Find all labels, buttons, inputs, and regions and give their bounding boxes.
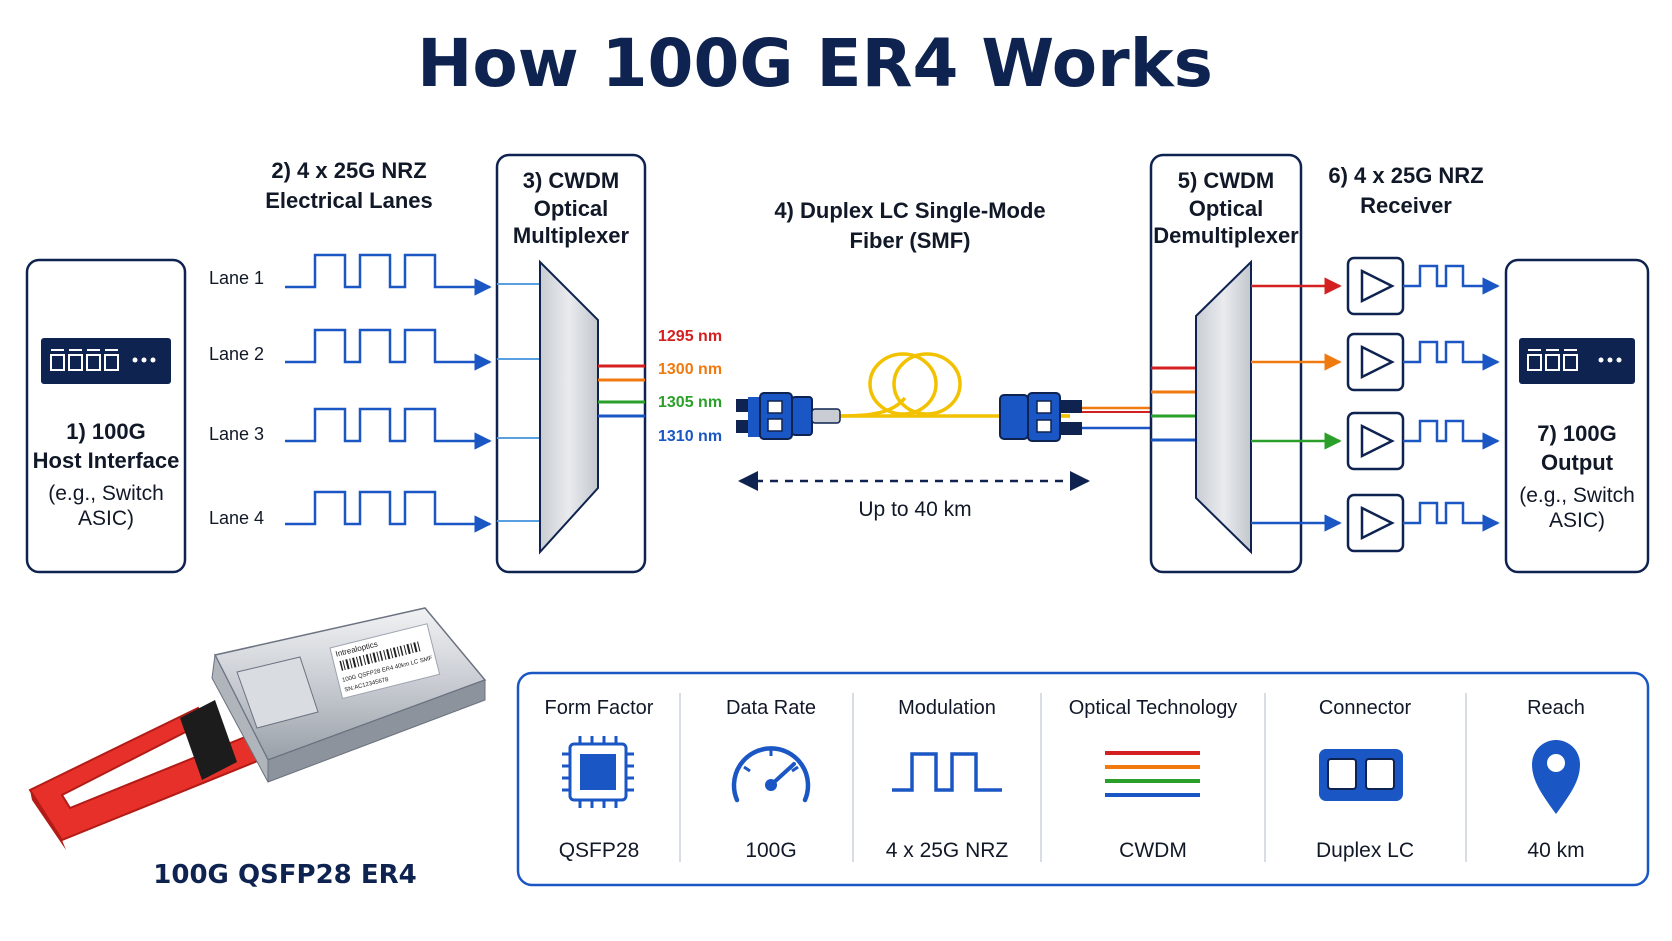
demux-title-3: Demultiplexer <box>1153 223 1299 248</box>
host-interface-note-1: (e.g., Switch <box>48 482 164 505</box>
wavelength-label-1295: 1295 nm <box>658 328 722 345</box>
lane-1: Lane 1 <box>209 253 492 296</box>
switch-icon <box>41 338 171 384</box>
spec-header: Optical Technology <box>1069 697 1238 719</box>
pulse-icon <box>892 752 1002 792</box>
spec-value: 100G <box>745 839 796 862</box>
fiber-title-1: 4) Duplex LC Single-Mode <box>774 198 1045 223</box>
spec-header: Modulation <box>898 697 996 719</box>
spec-optical-technology: Optical Technology CWDM <box>1069 697 1238 862</box>
product-label <box>329 623 441 700</box>
pull-tab-handle <box>28 706 262 842</box>
output-title-1: 7) 100G <box>1537 421 1617 446</box>
spec-value: 4 x 25G NRZ <box>886 839 1009 862</box>
spec-header: Connector <box>1319 697 1412 719</box>
spec-value: Duplex LC <box>1316 839 1414 862</box>
page-title: How 100G ER4 Works <box>417 25 1213 102</box>
duplex-connector-icon <box>1319 749 1403 801</box>
demux-block: 5) CWDM Optical Demultiplexer <box>1149 153 1303 574</box>
spec-modulation: Modulation 4 x 25G NRZ <box>886 697 1009 862</box>
lane-2: Lane 2 <box>209 328 492 371</box>
spec-header: Reach <box>1527 697 1585 719</box>
wavelength-label-1300: 1300 nm <box>658 361 722 378</box>
spec-header: Form Factor <box>545 697 654 719</box>
host-interface-block: 1) 100G Host Interface (e.g., Switch ASI… <box>25 258 187 574</box>
mux-block: 3) CWDM Optical Multiplexer <box>495 153 647 574</box>
wavelength-lines-icon <box>1105 751 1200 797</box>
spec-form-factor: Form Factor QSFP28 <box>545 697 654 862</box>
host-interface-title-1: 1) 100G <box>66 419 146 444</box>
nrz-waveform <box>1403 264 1500 295</box>
lane-label: Lane 1 <box>209 268 264 288</box>
demux-prism <box>1195 259 1252 555</box>
output-title-2: Output <box>1541 450 1614 475</box>
receiver-header-2: Receiver <box>1360 193 1452 218</box>
receiver-1 <box>1346 256 1500 316</box>
demux-title-2: Optical <box>1189 196 1264 221</box>
mux-title-1: 3) CWDM <box>523 168 620 193</box>
spec-value: QSFP28 <box>559 839 640 862</box>
mux-title-3: Multiplexer <box>513 223 630 248</box>
nrz-waveform <box>285 490 492 533</box>
receiver-3 <box>1346 411 1500 471</box>
nrz-waveform <box>285 253 492 296</box>
nrz-waveform <box>1403 419 1500 450</box>
location-pin-icon <box>1532 740 1580 814</box>
lane-label: Lane 2 <box>209 344 264 364</box>
lane-label: Lane 4 <box>209 508 264 528</box>
host-interface-title-2: Host Interface <box>33 448 180 473</box>
spec-value: 40 km <box>1527 839 1584 862</box>
lane-3: Lane 3 <box>209 407 492 450</box>
mux-title-2: Optical <box>534 196 609 221</box>
output-note-1: (e.g., Switch <box>1519 484 1635 507</box>
amplifier-icon <box>1360 268 1395 304</box>
wavelength-label-1305: 1305 nm <box>658 394 722 411</box>
receiver-4 <box>1346 493 1500 553</box>
amplifier-icon <box>1360 344 1395 380</box>
spec-header: Data Rate <box>726 697 816 719</box>
amplifier-icon <box>1360 505 1395 541</box>
spec-reach: Reach 40 km <box>1527 697 1585 862</box>
chip-icon <box>562 736 634 808</box>
module-caption: 100G QSFP28 ER4 <box>153 860 416 890</box>
nrz-waveform <box>1403 501 1500 532</box>
gauge-icon <box>731 746 811 803</box>
mux-prism <box>539 259 599 555</box>
qsfp28-module-illustration: Intrealoptics 100G QSFP28 ER4 40km LC SM… <box>28 607 487 850</box>
lanes-header-2: Electrical Lanes <box>265 188 433 213</box>
specs-panel-frame <box>516 671 1650 887</box>
distance-label: Up to 40 km <box>858 498 971 521</box>
switch-icon <box>1519 338 1635 384</box>
nrz-waveform <box>285 328 492 371</box>
lc-connector-right-icon <box>999 392 1158 442</box>
amplifier-icon <box>1360 423 1395 459</box>
demux-title-1: 5) CWDM <box>1178 168 1275 193</box>
fiber-title-2: Fiber (SMF) <box>850 228 971 253</box>
lane-label: Lane 3 <box>209 424 264 444</box>
lc-connector-left-icon <box>736 392 841 440</box>
specs-panel: Form Factor QSFP28 Data Rate <box>516 671 1650 887</box>
nrz-waveform <box>285 407 492 450</box>
spec-data-rate: Data Rate 100G <box>726 697 816 862</box>
spec-connector: Connector Duplex LC <box>1316 697 1414 862</box>
wavelength-label-1310: 1310 nm <box>658 428 722 445</box>
lanes-header-1: 2) 4 x 25G NRZ <box>271 158 426 183</box>
receiver-header-1: 6) 4 x 25G NRZ <box>1328 163 1483 188</box>
output-note-2: ASIC) <box>1549 509 1605 532</box>
receiver-2 <box>1346 332 1500 392</box>
spec-value: CWDM <box>1119 839 1187 862</box>
nrz-waveform <box>1403 340 1500 371</box>
lane-4: Lane 4 <box>209 490 492 533</box>
output-block: 7) 100G Output (e.g., Switch ASIC) <box>1504 258 1650 574</box>
host-interface-note-2: ASIC) <box>78 507 134 530</box>
